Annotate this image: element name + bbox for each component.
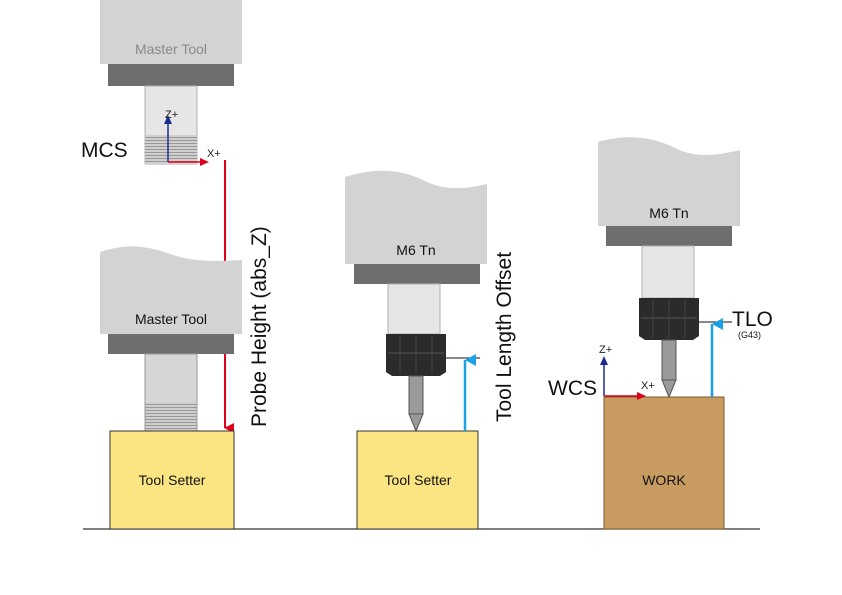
wcs-label: WCS [548, 377, 597, 400]
tool-setter-mid-label: Tool Setter [385, 472, 452, 488]
mcs-axes: Z+ X+ [164, 109, 221, 166]
tool-length-offset-label: Tool Length Offset [493, 252, 516, 422]
tool-setter-left: Tool Setter [109, 430, 235, 530]
master-tool-mid-label: Master Tool [135, 311, 207, 327]
mcs-z-label: Z+ [165, 109, 178, 121]
tlo-label: TLO [732, 308, 773, 331]
master-tool-top-label: Master Tool [135, 41, 207, 57]
wcs-x-label: X+ [641, 380, 655, 392]
m6-right-label: M6 Tn [649, 205, 688, 221]
m6-mid-label: M6 Tn [396, 242, 435, 258]
m6-tool-holder-right [639, 298, 699, 399]
wcs-axes: Z+ X+ [599, 344, 655, 400]
wcs-z-label: Z+ [599, 344, 612, 356]
mcs-label: MCS [81, 139, 128, 162]
g43-label: (G43) [738, 330, 761, 340]
mcs-x-label: X+ [207, 148, 221, 160]
probe-height-label: Probe Height (abs_Z) [248, 226, 271, 427]
tool-setter-left-label: Tool Setter [139, 472, 206, 488]
work-piece: WORK [603, 396, 725, 530]
m6-tool-holder-mid [386, 334, 446, 433]
tool-setter-mid: Tool Setter [356, 430, 479, 530]
master-tool-top: Master Tool [100, 0, 242, 165]
m6-spindle-right: M6 Tn [598, 137, 740, 299]
m6-spindle-mid: M6 Tn [345, 170, 487, 335]
master-tool-mid: Master Tool [100, 246, 242, 432]
work-label: WORK [642, 472, 686, 488]
